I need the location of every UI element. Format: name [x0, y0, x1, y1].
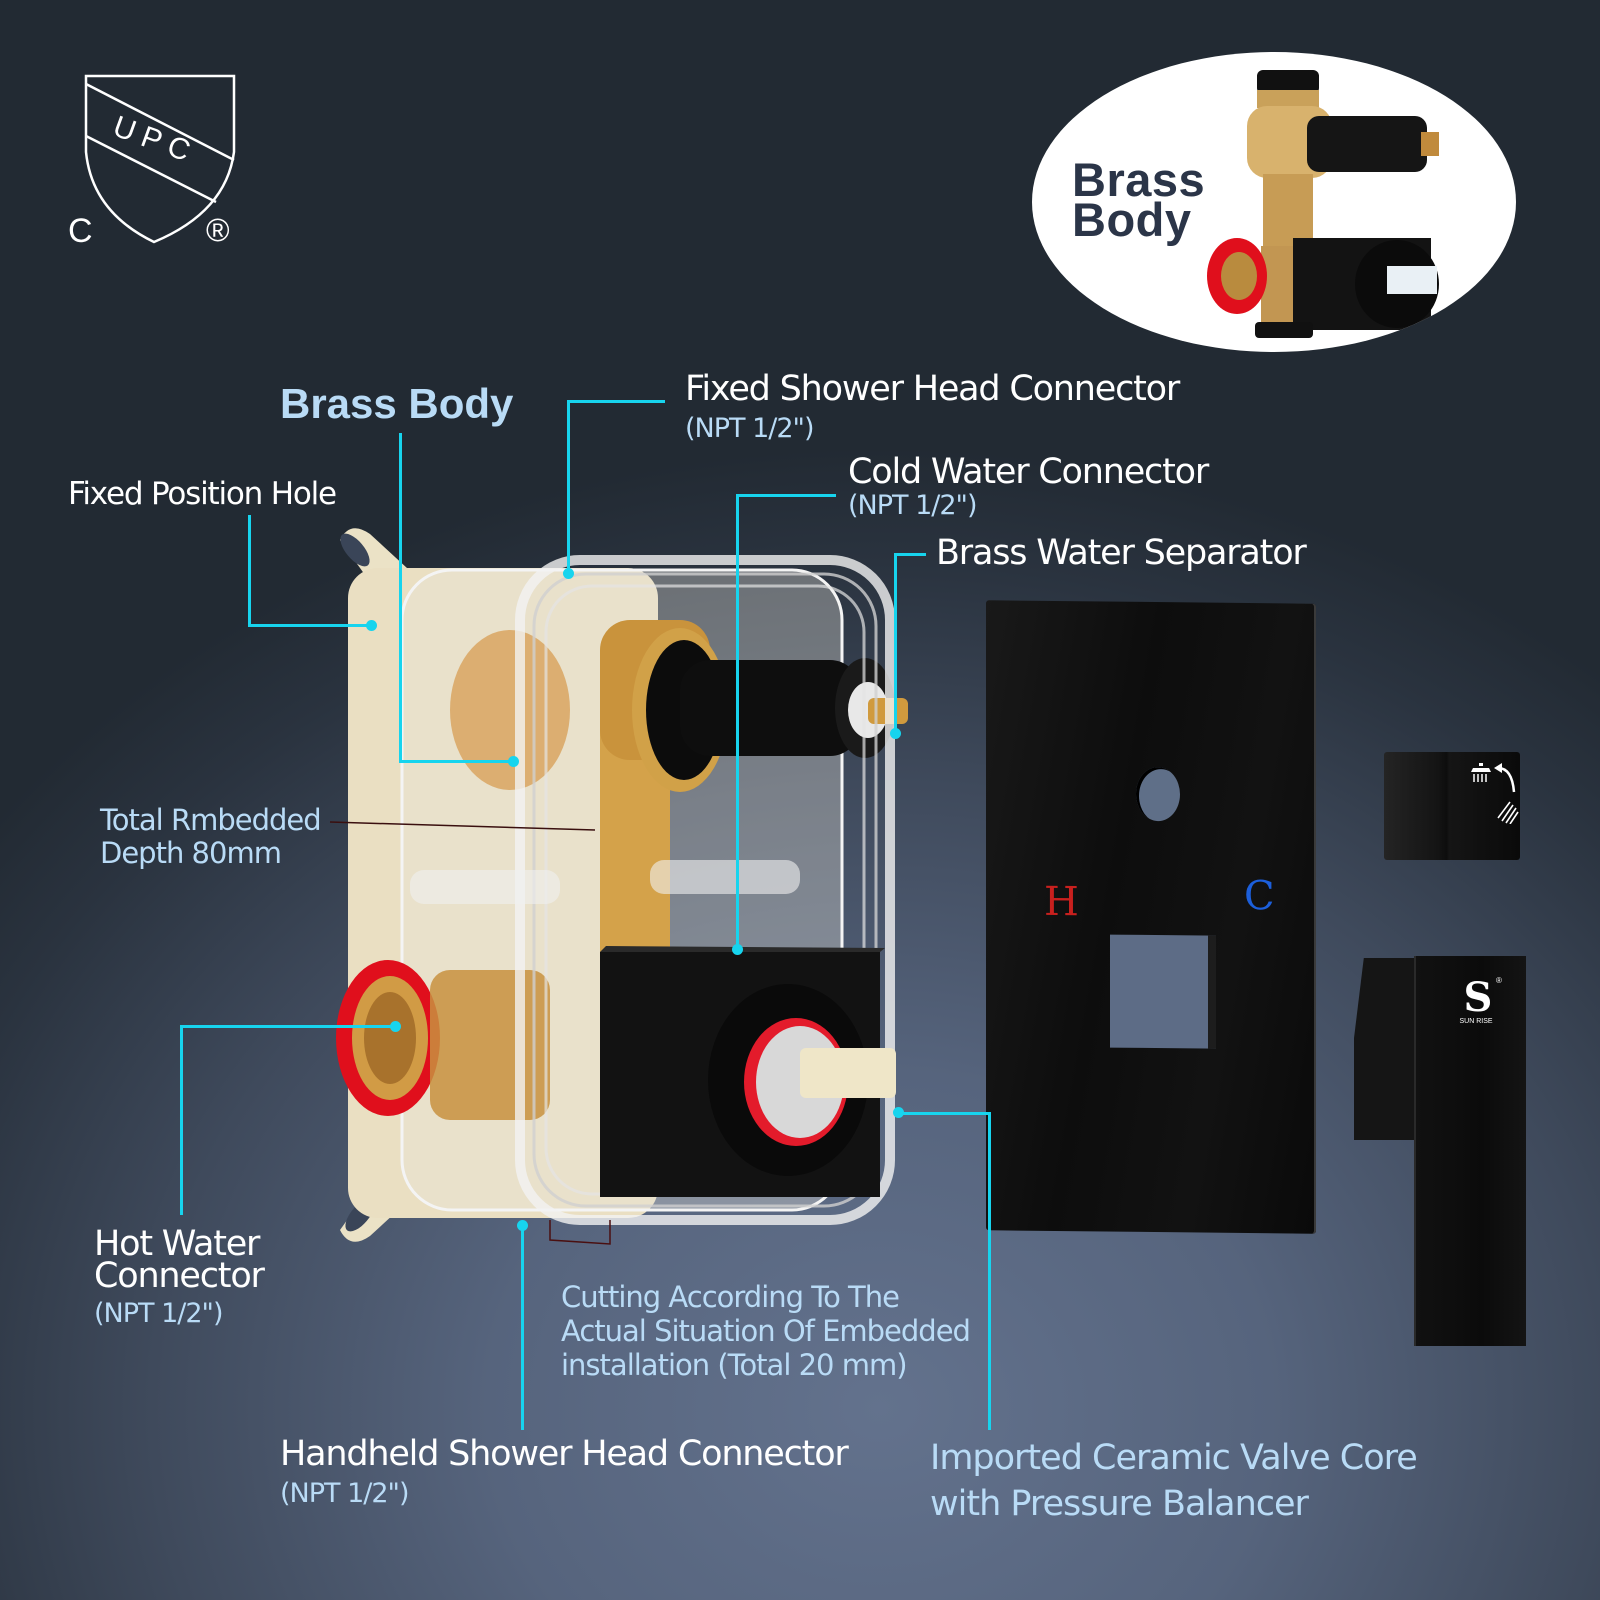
label-fixed-shower-head-title: Fixed Shower Head Connector	[685, 369, 1180, 409]
callout-line-valve-core-v	[988, 1112, 991, 1430]
callout-line-brass-separator-v	[894, 553, 897, 733]
handle-registered-mark: ®	[1496, 976, 1502, 985]
callout-dot-fixed-shower-head	[563, 568, 574, 579]
trim-faceplate: H C	[986, 600, 1316, 1234]
label-cold-water-connector: Cold Water Connector (NPT 1/2")	[848, 452, 1209, 521]
callout-dot-valve-core	[893, 1107, 904, 1118]
diverter-knob	[1384, 752, 1520, 860]
valve-rough-in-box-image	[310, 520, 950, 1250]
upc-shield-icon	[84, 74, 236, 244]
callout-line-fixed-position-hole	[248, 515, 251, 627]
label-cutting-line1: Cutting According To The	[561, 1280, 900, 1314]
callout-dot-fixed-position-hole	[366, 620, 377, 631]
label-fixed-position-hole: Fixed Position Hole	[68, 476, 337, 512]
hot-indicator: H	[1044, 878, 1079, 926]
callout-line-cold-water-v	[736, 494, 739, 948]
handheld-shower-icon	[1497, 801, 1519, 824]
label-hot-water-spec: (NPT 1/2")	[94, 1298, 223, 1329]
label-cutting-note: Cutting According To The Actual Situatio…	[561, 1280, 971, 1382]
label-valve-core-line2: with Pressure Balancer	[930, 1484, 1309, 1524]
label-handheld-title: Handheld Shower Head Connector	[280, 1434, 849, 1474]
inset-title-line2: Body	[1072, 193, 1192, 246]
label-fixed-shower-head-connector: Fixed Shower Head Connector (NPT 1/2")	[685, 369, 1180, 444]
label-embedded-depth-line2: Depth 80mm	[100, 836, 282, 870]
callout-line-handheld	[521, 1225, 524, 1430]
label-embedded-depth: Total Rmbedded Depth 80mm	[100, 803, 322, 870]
label-embedded-depth-line1: Total Rmbedded	[100, 803, 322, 837]
callout-line-valve-core	[898, 1112, 990, 1115]
callout-line-brass-separator	[894, 553, 926, 556]
switch-arrow-icon	[1494, 763, 1516, 793]
label-valve-core-line1: Imported Ceramic Valve Core	[930, 1438, 1418, 1478]
handle-lever-side	[1354, 958, 1424, 1140]
valve-assembly-drawing	[329, 528, 908, 1245]
callout-dot-cold-water	[732, 944, 743, 955]
label-cold-water-spec: (NPT 1/2")	[848, 490, 978, 521]
brass-body-inset: Brass Body	[1032, 52, 1516, 352]
inset-title-line1: Brass	[1072, 153, 1206, 206]
callout-line-fixed-position-hole-h	[248, 624, 372, 627]
label-hot-water-line2: Connector	[94, 1256, 265, 1296]
label-handheld-shower-head-connector: Handheld Shower Head Connector (NPT 1/2"…	[280, 1434, 849, 1509]
brass-body-product-image	[1207, 70, 1439, 338]
diverter-hole	[1136, 766, 1180, 822]
upc-c-mark: C	[68, 212, 93, 250]
brand-name: SUN RISE	[1459, 1018, 1493, 1025]
sunrise-logo: S SUN RISE	[1458, 974, 1498, 1026]
upc-certification-badge: UPC C ®	[66, 72, 246, 252]
label-brass-body: Brass Body	[280, 380, 514, 427]
label-cutting-line2: Actual Situation Of Embedded	[561, 1314, 971, 1348]
callout-line-fixed-shower-head	[567, 400, 665, 403]
callout-line-hot-water	[180, 1025, 396, 1028]
callout-dot-brass-body	[508, 756, 519, 767]
label-brass-water-separator: Brass Water Separator	[936, 533, 1307, 573]
callout-line-brass-body	[399, 433, 402, 763]
callout-line-hot-water-v	[180, 1025, 183, 1215]
label-cold-water-title: Cold Water Connector	[848, 452, 1209, 492]
label-hot-water-line1: Hot Water	[94, 1224, 260, 1264]
label-hot-water-connector: Hot Water Connector (NPT 1/2")	[94, 1224, 265, 1329]
handle-cutout	[1110, 934, 1216, 1049]
label-handheld-spec: (NPT 1/2")	[280, 1478, 409, 1509]
handle-lever: S SUN RISE ®	[1414, 956, 1526, 1346]
callout-line-brass-body-h	[399, 760, 513, 763]
label-fixed-shower-head-spec: (NPT 1/2")	[685, 413, 815, 444]
callout-dot-brass-separator	[890, 728, 901, 739]
shower-head-icon	[1471, 763, 1491, 782]
callout-line-fixed-shower-head-v	[567, 400, 570, 572]
sunrise-logo-icon: S	[1463, 974, 1493, 1021]
label-valve-core: Imported Ceramic Valve Core with Pressur…	[930, 1435, 1418, 1527]
callout-dot-handheld	[517, 1220, 528, 1231]
label-cutting-line3: installation (Total 20 mm)	[561, 1348, 908, 1382]
cold-indicator: C	[1244, 872, 1275, 920]
registered-mark: ®	[206, 212, 230, 248]
callout-dot-hot-water	[390, 1021, 401, 1032]
callout-line-cold-water	[736, 494, 836, 497]
inset-title: Brass Body	[1072, 153, 1206, 246]
